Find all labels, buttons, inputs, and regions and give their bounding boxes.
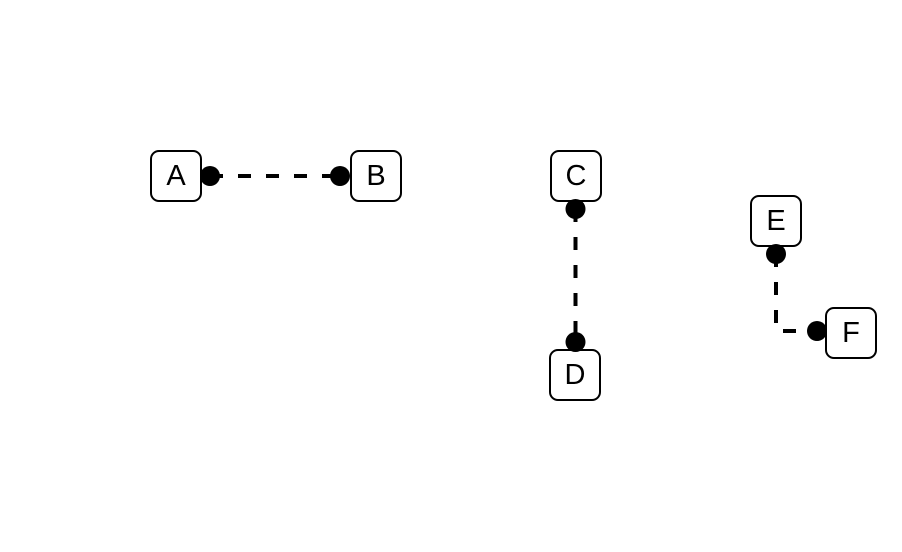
node-c-label: C bbox=[565, 159, 587, 192]
edge-c-d-endpoint-dot-c bbox=[565, 199, 586, 219]
node-b[interactable]: B bbox=[350, 150, 402, 202]
edge-e-f-endpoint-dot-f bbox=[807, 321, 827, 341]
node-e[interactable]: E bbox=[750, 195, 802, 247]
edge-a-b-endpoint-dot-a bbox=[200, 166, 220, 186]
node-a[interactable]: A bbox=[150, 150, 202, 202]
node-d[interactable]: D bbox=[549, 349, 601, 401]
node-c[interactable]: C bbox=[550, 150, 602, 202]
node-e-label: E bbox=[766, 204, 786, 237]
node-b-label: B bbox=[366, 159, 386, 192]
edge-a-b-endpoint-dot-b bbox=[330, 166, 350, 186]
node-f-label: F bbox=[842, 316, 860, 349]
edge-e-f-endpoint-dot-e bbox=[766, 244, 786, 264]
node-a-label: A bbox=[166, 159, 186, 192]
node-f[interactable]: F bbox=[825, 307, 877, 359]
node-d-label: D bbox=[564, 358, 586, 391]
edge-e-f[interactable] bbox=[774, 254, 817, 333]
